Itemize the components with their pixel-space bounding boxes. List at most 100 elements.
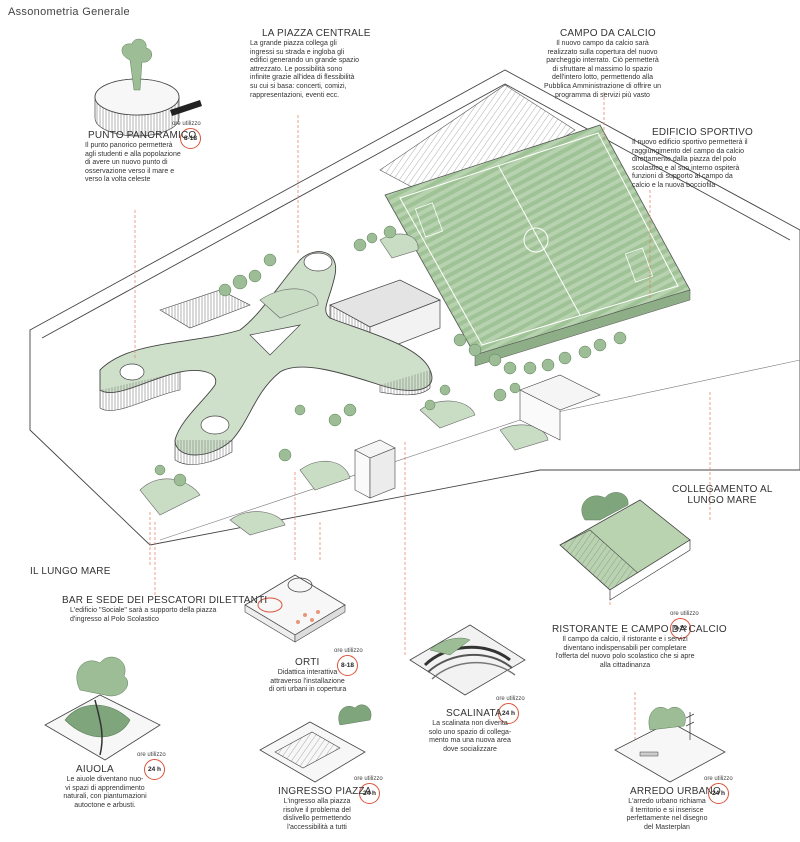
ingresso-hours-label: ore utilizzo [354,776,383,782]
lungomare-heading: IL LUNGO MARE [30,566,111,577]
text-line: infinite grazie all'idea di flessibilità [250,74,355,82]
bar-heading: BAR E SEDE DEI PESCATORI DILETTANTI [62,595,268,606]
calcio-text: Il nuovo campo da calcio sarà realizzato… [535,40,670,100]
orti-heading: ORTI [295,657,320,668]
arredo-text: L'arredo urbano richiama il territorio e… [612,798,722,832]
text-line: direttamente dalla piazza del polo [632,156,737,164]
text-line: naturali, con piantumazioni [63,793,147,801]
panoramico-heading: PUNTO PANORAMICO [88,130,197,141]
text-line: programma di servizi più vasto [555,91,650,99]
text-line: Pubblica Amministrazione di offrire un [544,82,661,90]
orti-text: Didattica interattiva attraverso l'insta… [255,669,360,695]
sportivo-heading: EDIFICIO SPORTIVO [652,127,754,138]
ristorante-text: Il campo da calcio, il ristorante e i se… [540,636,710,670]
text-line: L'edificio "Sociale" sarà a supporto del… [70,607,217,614]
page-title: Assonometria Generale [8,6,130,18]
arredo-hours-label: ore utilizzo [704,776,733,782]
ristorante-hours-label: ore utilizzo [670,611,699,617]
text-line: autoctone e arbusti. [74,801,136,809]
football-field [384,124,691,367]
text-line: dove socializzare [443,745,497,753]
panoramico-hours-label: ore utilizzo [172,121,201,127]
aiuola-hours-label: ore utilizzo [137,752,166,758]
panoramico-hours-badge: 8-18 [180,128,201,149]
text-line: di orti urbani in copertura [268,686,347,694]
text-line: alla cittadinanza [599,661,651,669]
text-line: su cui si basa: concerti, comizi, [250,82,347,90]
arredo-hours-badge: 24 h [708,783,729,804]
ristorante-hours-badge: 9-22 [670,618,691,639]
text-line: risolve il problema del [283,806,351,814]
text-line: L'arredo urbano richiama [628,798,706,805]
text-line: Il nuovo edificio sportivo permetterà il [632,139,748,146]
text-line: solo uno spazio di collega- [428,728,512,736]
bar-text: L'edificio "Sociale" sarà a supporto del… [70,607,250,624]
school-building [99,251,433,465]
text-line: verso la volta celeste [85,176,151,184]
text-line: agli studenti e alla popolazione [85,150,181,158]
leader-lines [134,92,711,740]
aiuola-text: Le aiuole diventano nuo- vi spazi di app… [50,776,160,810]
gardens-vignette [244,574,346,643]
text-line: scolastico e al suo interno ospiterà [632,164,740,172]
arredo-heading: ARREDO URBANO [630,786,721,797]
ristorante-heading: RISTORANTE E CAMPO DA CALCIO [552,624,727,635]
orti-hours-badge: 8-18 [337,655,358,676]
text-line: l'offerta del nuovo polo scolastico che … [555,653,695,661]
text-line: COLLEGAMENTO AL [672,484,773,495]
flowerbed-vignette [44,656,161,761]
restaurant-block [354,374,601,499]
sportivo-text: Il nuovo edificio sportivo permetterà il… [632,139,782,191]
piazza-text: La grande piazza collega gli ingressi su… [250,40,368,100]
scalinata-heading: SCALINATA [446,708,502,719]
text-line: edifici generando un grande spazio [250,57,359,65]
ingresso-hours-badge: 24 h [359,783,380,804]
text-line: dislivello permettendo [283,815,351,823]
text-line: diventano indispensabili per completare [563,644,687,652]
calcio-heading: CAMPO DA CALCIO [560,28,656,39]
text-line: il territorio e si inserisce [630,806,704,814]
text-line: attrezzato. Le possibilità sono [250,65,343,73]
scalinata-text: La scalinata non diventa solo uno spazio… [415,720,525,754]
text-line: dell'intero lotto, permettendo alla [552,74,653,82]
ingresso-heading: INGRESSO PIAZZA [278,786,372,797]
text-line: vi spazi di apprendimento [65,784,145,792]
panoramico-text: Il punto panorico permetterà agli studen… [85,142,205,185]
staircase-vignette [409,624,526,696]
text-line: calcio e la nuova bocciofila [632,181,716,189]
text-line: L'ingresso alla piazza [283,798,351,805]
street-furniture-vignette [614,706,726,783]
piazza-heading: LA PIAZZA CENTRALE [262,28,371,39]
collegamento-heading: COLLEGAMENTO AL LUNGO MARE [672,484,772,506]
text-line: l'accessibilità a tutti [287,823,347,831]
text-line: osservazione verso il mare e [85,167,175,175]
text-line: realizzato sulla copertura del nuovo [547,48,658,56]
text-line: Didattica interattiva [277,669,338,676]
text-line: LUNGO MARE [687,495,757,506]
text-line: rappresentazioni, eventi ecc. [250,91,340,99]
text-line: raggiungimento del campo da calcio [632,147,745,155]
text-line: ingressi su strada e ingloba gli [250,48,345,56]
scalinata-hours-badge: 24 h [498,703,519,724]
text-line: La grande piazza collega gli [250,40,337,47]
text-line: d'ingresso al Polo Scolastico [70,615,159,623]
text-line: perfettamente nel disegno [626,815,708,823]
aiuola-hours-badge: 24 h [144,759,165,780]
text-line: Le aiuole diventano nuo- [66,776,144,783]
text-line: funzioni di supporto al campo da [632,173,733,181]
text-line: mento ma una nuova area [429,737,511,745]
text-line: Il nuovo campo da calcio sarà [556,40,649,47]
scalinata-hours-label: ore utilizzo [496,696,525,702]
plaza-entrance-vignette [259,704,372,783]
orti-hours-label: ore utilizzo [334,648,363,654]
text-line: parcheggio interrato. Ciò permetterà [546,57,659,65]
text-line: di sfruttare al massimo lo spazio [552,65,653,73]
text-line: di avere un nuovo punto di [85,159,168,167]
plaza-greens [139,233,549,536]
text-line: attraverso l'installazione [270,677,345,685]
text-line: La scalinata non diventa [432,720,508,727]
panoramic-point-vignette [94,38,202,137]
text-line: Il punto panorico permetterà [85,142,173,149]
ingresso-text: L'ingresso alla piazza risolve il proble… [262,798,372,832]
